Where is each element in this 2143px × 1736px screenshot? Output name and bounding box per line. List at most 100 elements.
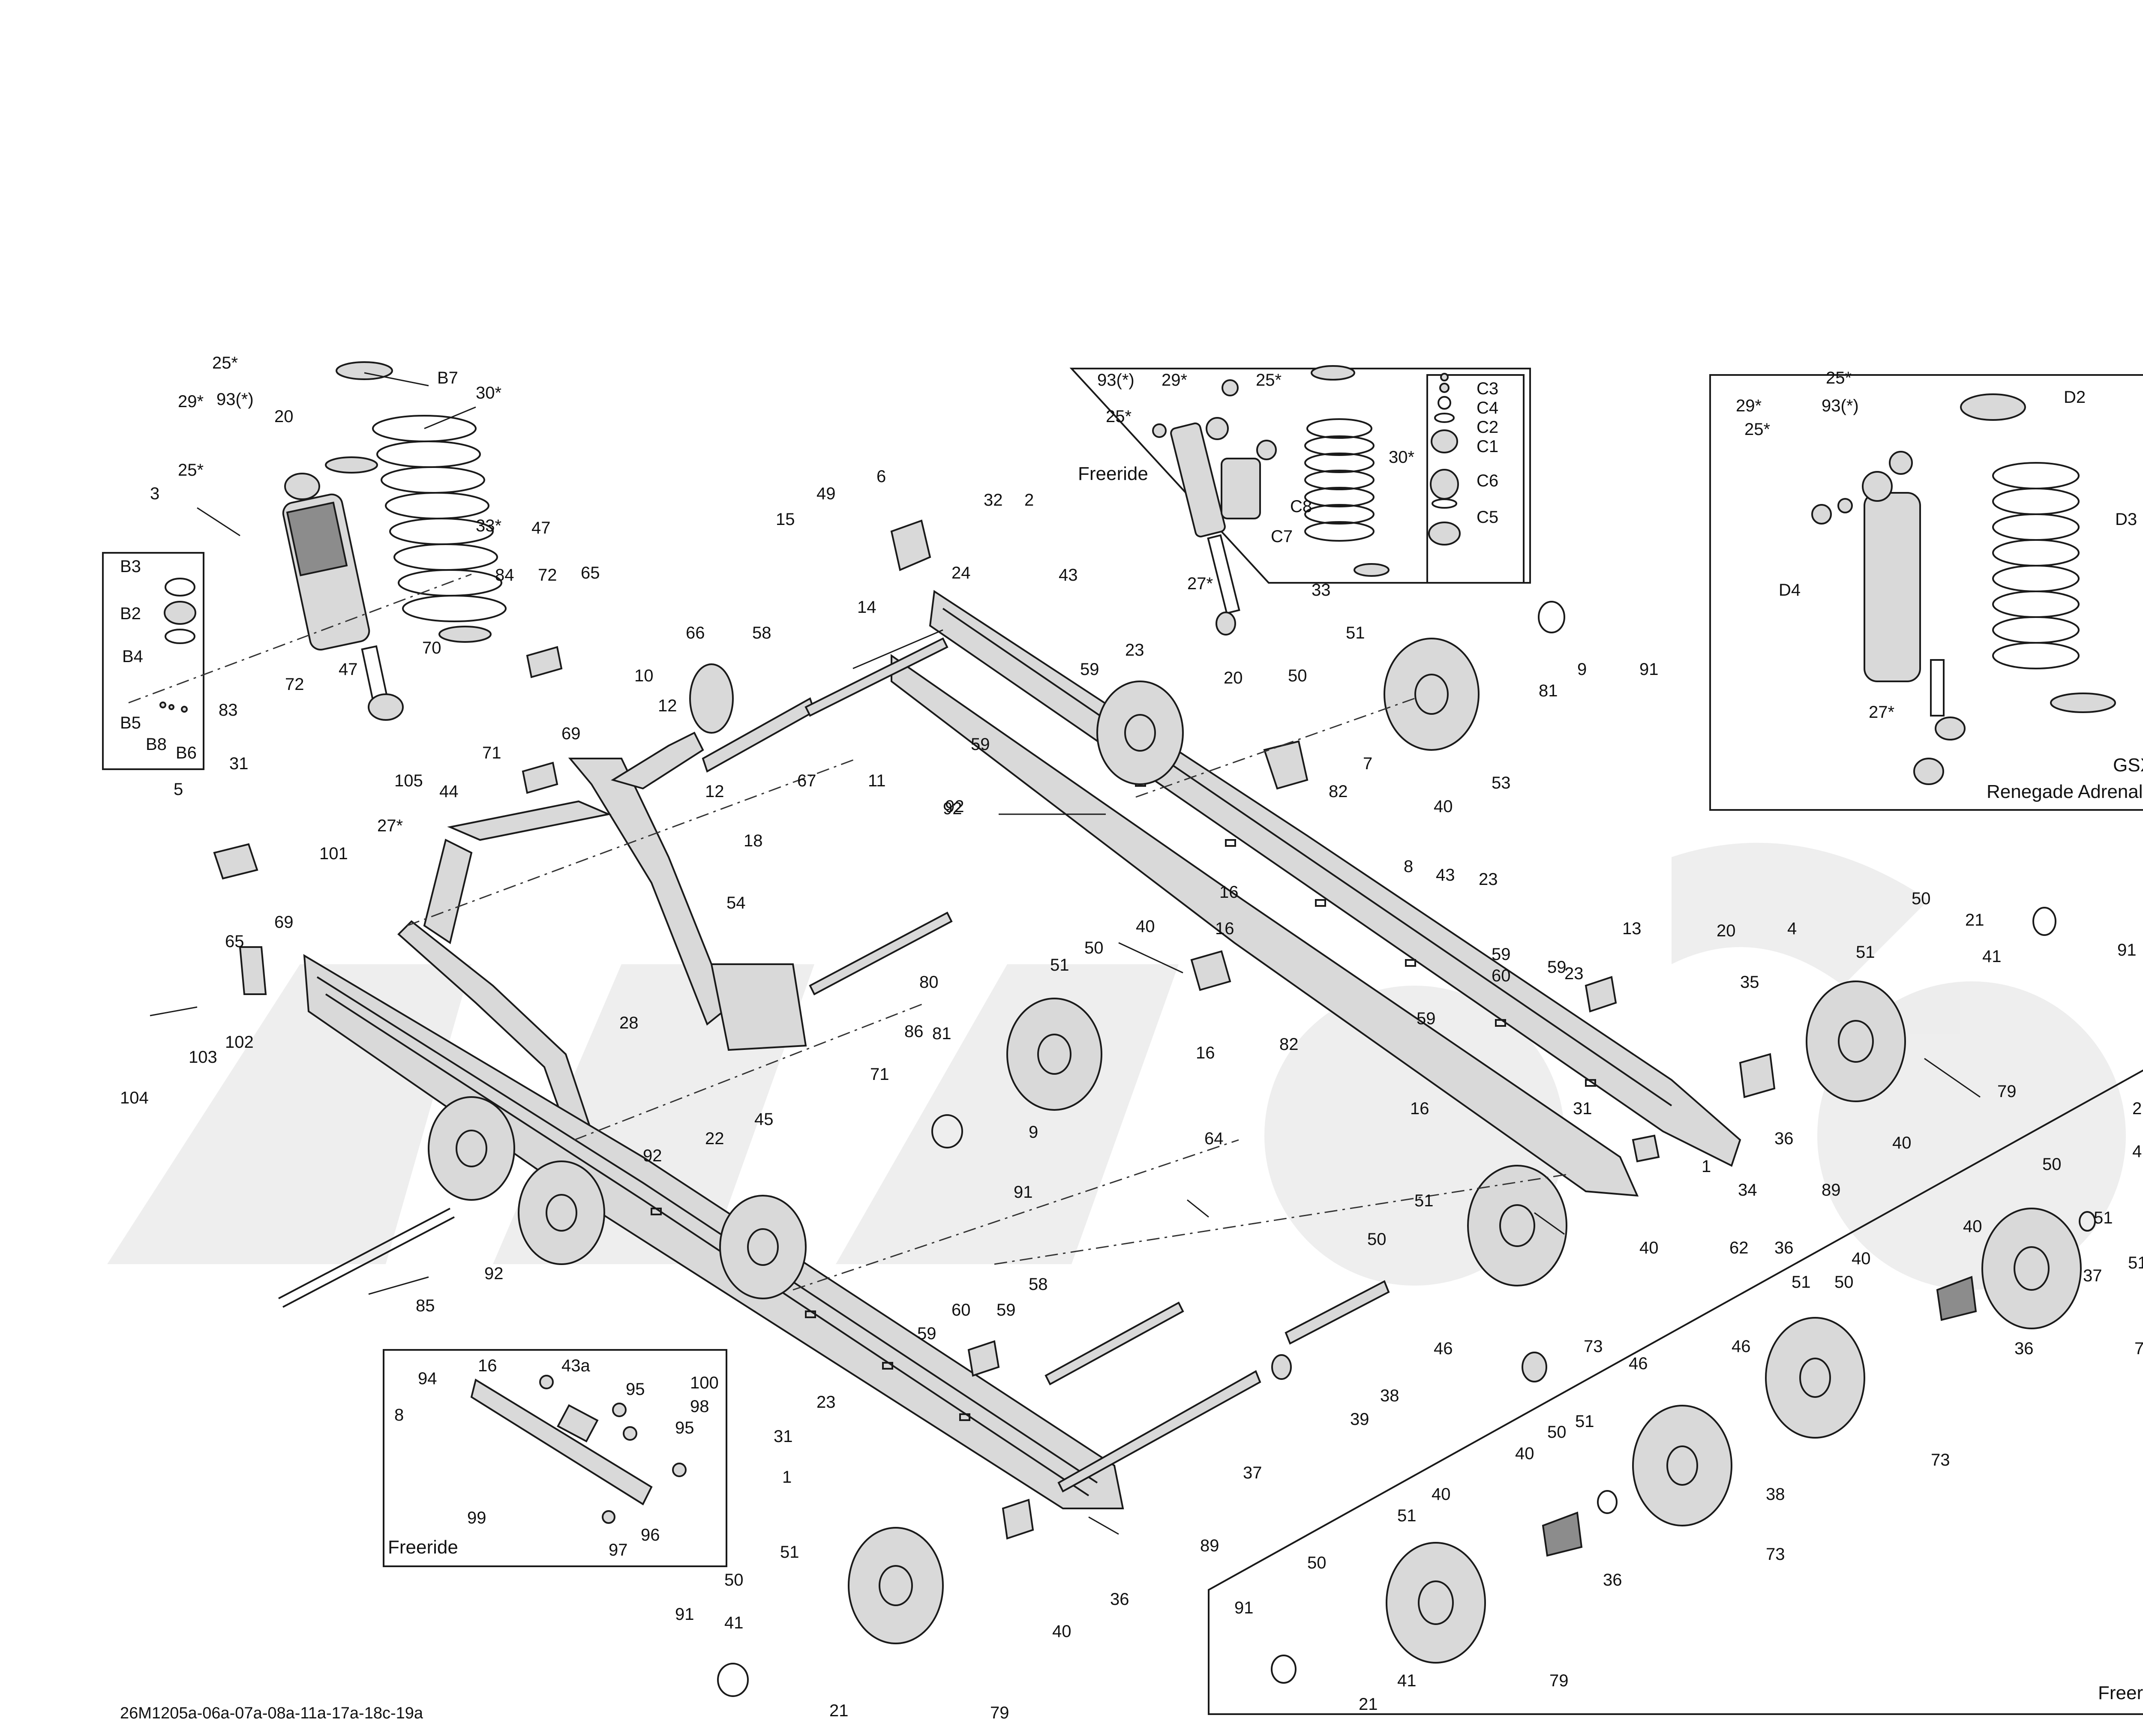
freeride-wheels-labels: 91 21 41 50 51 40 37 51 36 79 40 50 51 4… — [1234, 1099, 2143, 1714]
part-callout: 25* — [178, 461, 204, 480]
part-callout: 89 — [1200, 1536, 1219, 1555]
part-callout: 54 — [726, 893, 746, 912]
part-callout: 36 — [1110, 1590, 1129, 1609]
part-callout: 60 — [1492, 966, 1511, 985]
part-callout: 79 — [2134, 1339, 2143, 1358]
part-callout: 14 — [857, 598, 876, 617]
part-callout: 69 — [274, 913, 294, 932]
part-callout: 51 — [1856, 943, 1875, 962]
part-callout: 1 — [782, 1468, 792, 1487]
part-callout: 98 — [690, 1397, 709, 1416]
part-callout: B5 — [120, 714, 141, 732]
freeride-coil-spring — [1304, 365, 1390, 577]
part-callout: 79 — [1997, 1082, 2017, 1101]
part-callout: 84 — [495, 566, 514, 585]
part-callout: 82 — [1279, 1035, 1299, 1054]
part-callout: 27* — [1869, 703, 1894, 722]
part-callout: 50 — [1547, 1423, 1567, 1442]
freeride-slider-inset: Freeride 94 16 43a 95 100 98 8 95 99 96 … — [383, 1349, 727, 1567]
main-callouts: B7 25* 20 30* 29* 93(*) 25* 3 33* 47 84 … — [120, 354, 2137, 1722]
left-rail — [303, 954, 1124, 1509]
part-callout: 50 — [724, 1571, 744, 1589]
gsx-shock-absorber — [1811, 451, 1966, 785]
part-callout: 23 — [1125, 641, 1144, 660]
part-callout: 93(*) — [1822, 396, 1859, 415]
part-callout: 25* — [1106, 407, 1132, 426]
part-callout: D4 — [1779, 581, 1801, 600]
part-callout: 51 — [1575, 1412, 1594, 1431]
part-callout: 95 — [626, 1380, 645, 1399]
part-callout: 41 — [1397, 1671, 1417, 1690]
part-callout: 12 — [705, 782, 724, 801]
part-callout: 11 — [868, 771, 886, 790]
gsx-coil-spring — [1960, 393, 2116, 713]
part-callout: B2 — [120, 604, 141, 623]
part-callout: 91 — [1639, 660, 1659, 679]
part-callout: 31 — [1573, 1099, 1592, 1118]
freeride-c-parts — [1428, 373, 1461, 546]
part-callout: 49 — [816, 484, 836, 503]
part-callout: 50 — [2042, 1155, 2062, 1174]
part-callout: 105 — [394, 771, 423, 790]
part-callout: 30* — [1389, 448, 1414, 467]
part-callout: 82 — [1329, 782, 1348, 801]
part-callout: 73 — [1931, 1451, 1950, 1469]
part-callout: 45 — [754, 1110, 774, 1129]
part-callout: 18 — [744, 831, 763, 850]
slider-rail — [470, 1375, 687, 1524]
part-callout: 86 — [904, 1022, 924, 1041]
part-callout: 23 — [1564, 964, 1584, 983]
part-callout: 92 — [943, 799, 962, 818]
part-callout: 12 — [658, 696, 677, 715]
part-callout: 72 — [285, 675, 304, 694]
part-callout: 3 — [150, 484, 159, 503]
part-callout: 40 — [1434, 797, 1453, 816]
center-lines — [128, 573, 1569, 1291]
part-callout: 51 — [1397, 1506, 1417, 1525]
part-callout: 41 — [2132, 1142, 2143, 1161]
part-callout: 6 — [876, 467, 886, 486]
part-callout: 43 — [1059, 566, 1078, 585]
part-callout: 91 — [2117, 941, 2137, 959]
part-callout: 27* — [1187, 574, 1213, 593]
part-callout: B8 — [146, 735, 167, 754]
inset-title-line1: GSX SE — [2113, 755, 2143, 776]
part-callout: 73 — [1766, 1545, 1785, 1564]
part-callout: 24 — [951, 564, 971, 582]
part-callout: 47 — [531, 519, 551, 537]
part-callout: 102 — [225, 1033, 254, 1052]
part-callout: 40 — [1432, 1485, 1451, 1504]
part-callout: 59 — [1492, 945, 1511, 964]
b-parts — [159, 578, 196, 713]
part-callout: 30* — [476, 384, 501, 402]
part-callout: 36 — [2014, 1339, 2034, 1358]
part-callout: 20 — [274, 407, 294, 426]
part-callout: 59 — [971, 735, 990, 754]
part-callout: 29* — [1162, 371, 1187, 390]
inset-title-line2: Renegade Adrenaline — [1987, 781, 2143, 802]
part-callout: 99 — [467, 1508, 486, 1527]
part-callout: 36 — [1603, 1571, 1622, 1589]
part-callout: 34 — [1738, 1181, 1757, 1199]
freeride-top-labels: 93(*) 29* 25* 25* 30* C3 C4 C2 C1 C6 C5 … — [1097, 371, 1498, 600]
part-callout: 8 — [1404, 857, 1413, 876]
part-callout: 13 — [1622, 919, 1642, 938]
part-callout: 59 — [917, 1324, 936, 1343]
part-callout: 85 — [416, 1296, 435, 1315]
main-rear-shock — [282, 456, 404, 721]
part-callout: 1 — [1702, 1157, 1711, 1176]
part-callout: 59 — [1080, 660, 1099, 679]
part-callout: 51 — [1050, 956, 1069, 974]
part-callout: 31 — [229, 754, 249, 773]
part-callout: 39 — [1350, 1410, 1369, 1429]
main-idler-wheels — [428, 638, 1906, 1644]
part-callout: 2 — [1024, 491, 1034, 510]
part-callout: 40 — [1052, 1622, 1072, 1641]
part-callout: C2 — [1477, 418, 1498, 437]
part-callout: 37 — [2083, 1266, 2102, 1285]
part-callout: 21 — [829, 1701, 849, 1720]
part-callout: 21 — [1359, 1695, 1378, 1714]
part-callout: 50 — [1834, 1273, 1854, 1292]
part-callout: C7 — [1271, 527, 1293, 546]
